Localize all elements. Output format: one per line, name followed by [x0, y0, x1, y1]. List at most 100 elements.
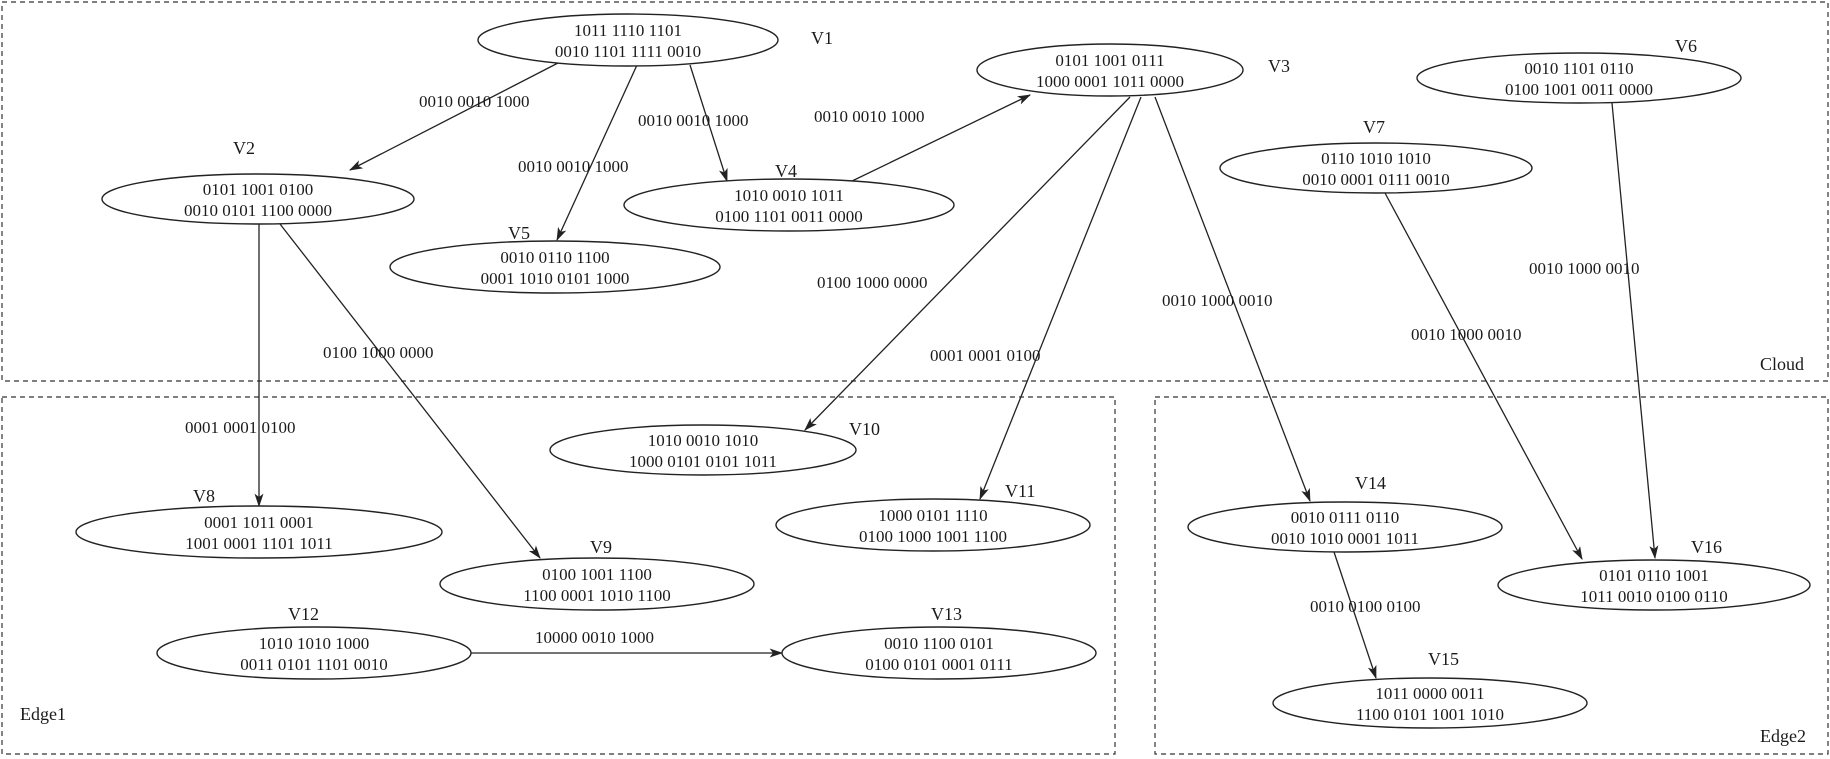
- node-code-line2: 1001 0001 1101 1011: [185, 534, 333, 553]
- node-code-line2: 0011 0101 1101 0010: [240, 655, 388, 674]
- node-name: V11: [1005, 481, 1035, 501]
- edge1-boundary: [1, 396, 1116, 755]
- node-code-line2: 0001 1010 0101 1000: [481, 269, 630, 288]
- node-ellipse: [781, 626, 1097, 680]
- node-ellipse: [439, 557, 755, 611]
- edge-v4-v3: [849, 94, 1032, 183]
- node-ellipse: [976, 43, 1244, 97]
- node-ellipse: [389, 240, 721, 294]
- edge-v3-v10: [804, 96, 1131, 431]
- node-ellipse: [1219, 142, 1533, 194]
- node-ellipse: [101, 173, 415, 225]
- edge-v3-v14: [1154, 96, 1311, 503]
- node-ellipse: [1416, 52, 1742, 104]
- node-name: V13: [931, 604, 962, 624]
- node-v9: 0100 1001 1100 1100 0001 1010 1100 V9: [439, 537, 755, 611]
- node-code-line1: 0101 1001 0100: [203, 180, 314, 199]
- cloud-boundary: [1, 1, 1829, 382]
- edges: [254, 62, 1659, 680]
- node-v12: 1010 1010 1000 0011 0101 1101 0010 V12: [156, 604, 472, 680]
- node-v8: 0001 1011 0001 1001 0001 1101 1011 V8: [75, 486, 443, 559]
- edge-label-v2-v8: 0001 0001 0100: [185, 418, 296, 437]
- node-name: V10: [849, 419, 880, 439]
- node-name: V15: [1428, 649, 1459, 669]
- edge-label-v6-v16: 0010 1000 0010: [1529, 259, 1640, 278]
- edge-label-v4-v3: 0010 0010 1000: [814, 107, 925, 126]
- node-ellipse: [1272, 677, 1588, 729]
- node-code-line1: 0010 0111 0110: [1291, 508, 1400, 527]
- edge-label-v7-v16: 0010 1000 0010: [1411, 325, 1522, 344]
- node-code-line2: 0010 1010 0001 1011: [1271, 529, 1419, 548]
- node-code-line2: 0100 1001 0011 0000: [1505, 80, 1653, 99]
- region-cloud: Cloud: [1, 1, 1829, 382]
- node-ellipse: [156, 626, 472, 680]
- edge-label-v1-v4: 0010 0010 1000: [638, 111, 749, 130]
- node-code-line1: 0001 1011 0001: [204, 513, 314, 532]
- edge-v2-v9: [279, 223, 541, 559]
- node-v15: 1011 0000 0011 1100 0101 1001 1010 V15: [1272, 649, 1588, 729]
- node-ellipse: [623, 178, 955, 232]
- cloud-label: Cloud: [1760, 354, 1804, 374]
- node-ellipse: [1497, 559, 1811, 611]
- node-code-line2: 0100 1000 1001 1100: [859, 527, 1007, 546]
- edge-label-v12-v13: 10000 0010 1000: [535, 628, 654, 647]
- node-code-line2: 1000 0001 1011 0000: [1036, 72, 1184, 91]
- node-v14: 0010 0111 0110 0010 1010 0001 1011 V14: [1187, 473, 1503, 553]
- node-name: V16: [1691, 537, 1722, 557]
- node-code-line1: 0110 1010 1010: [1321, 149, 1431, 168]
- node-code-line1: 1000 0101 1110: [878, 506, 987, 525]
- node-name: V9: [590, 537, 612, 557]
- node-code-line1: 1010 0010 1011: [734, 186, 844, 205]
- edge-label-v3-v14: 0010 1000 0010: [1162, 291, 1273, 310]
- node-name: V4: [775, 161, 797, 181]
- edge1-label: Edge1: [20, 704, 66, 724]
- node-name: V8: [193, 486, 215, 506]
- node-code-line1: 0101 0110 1001: [1599, 566, 1709, 585]
- node-ellipse: [1187, 501, 1503, 553]
- node-code-line2: 0100 0101 0001 0111: [865, 655, 1013, 674]
- node-name: V3: [1268, 56, 1290, 76]
- edge-v14-v15: [1333, 551, 1377, 680]
- node-name: V1: [811, 28, 833, 48]
- node-code-line2: 0100 1101 0011 0000: [715, 207, 863, 226]
- edge-label-v1-v5: 0010 0010 1000: [518, 157, 629, 176]
- node-code-line2: 1100 0101 1001 1010: [1356, 705, 1504, 724]
- node-code-line1: 0010 1100 0101: [884, 634, 994, 653]
- node-v10: 1010 0010 1010 1000 0101 0101 1011 V10: [549, 419, 880, 476]
- node-code-line2: 1100 0001 1010 1100: [523, 586, 671, 605]
- node-code-line1: 0101 1001 0111: [1055, 51, 1164, 70]
- node-v4: 1010 0010 1011 0100 1101 0011 0000 V4: [623, 161, 955, 232]
- edge-label-v1-v2: 0010 0010 1000: [419, 92, 530, 111]
- edge2-boundary: [1154, 396, 1829, 755]
- node-ellipse: [75, 505, 443, 559]
- edge-label-v2-v9: 0100 1000 0000: [323, 343, 434, 362]
- node-code-line2: 1000 0101 0101 1011: [629, 452, 777, 471]
- node-code-line1: 1010 1010 1000: [259, 634, 370, 653]
- node-code-line1: 1010 0010 1010: [648, 431, 759, 450]
- node-name: V12: [288, 604, 319, 624]
- edge-v1-v5: [556, 64, 638, 242]
- node-code-line2: 0010 0001 0111 0010: [1302, 170, 1450, 189]
- node-ellipse: [775, 498, 1091, 552]
- node-name: V5: [508, 223, 530, 243]
- edge2-label: Edge2: [1760, 726, 1806, 746]
- node-v11: 1000 0101 1110 0100 1000 1001 1100 V11: [775, 481, 1091, 552]
- edge-v6-v16: [1611, 102, 1659, 560]
- edge-label-v14-v15: 0010 0100 0100: [1310, 597, 1421, 616]
- region-edge2: Edge2: [1154, 396, 1829, 755]
- node-name: V2: [233, 138, 255, 158]
- node-code-line1: 1011 0000 0011: [1375, 684, 1484, 703]
- node-code-line2: 0010 1101 1111 0010: [555, 42, 701, 61]
- node-v3: 0101 1001 0111 1000 0001 1011 0000 V3: [976, 43, 1290, 97]
- node-v7: 0110 1010 1010 0010 0001 0111 0010 V7: [1219, 117, 1533, 194]
- node-name: V7: [1363, 117, 1385, 137]
- edge-label-v3-v10: 0100 1000 0000: [817, 273, 928, 292]
- node-ellipse: [477, 13, 779, 67]
- node-name: V14: [1355, 473, 1386, 493]
- node-code-line1: 0100 1001 1100: [542, 565, 652, 584]
